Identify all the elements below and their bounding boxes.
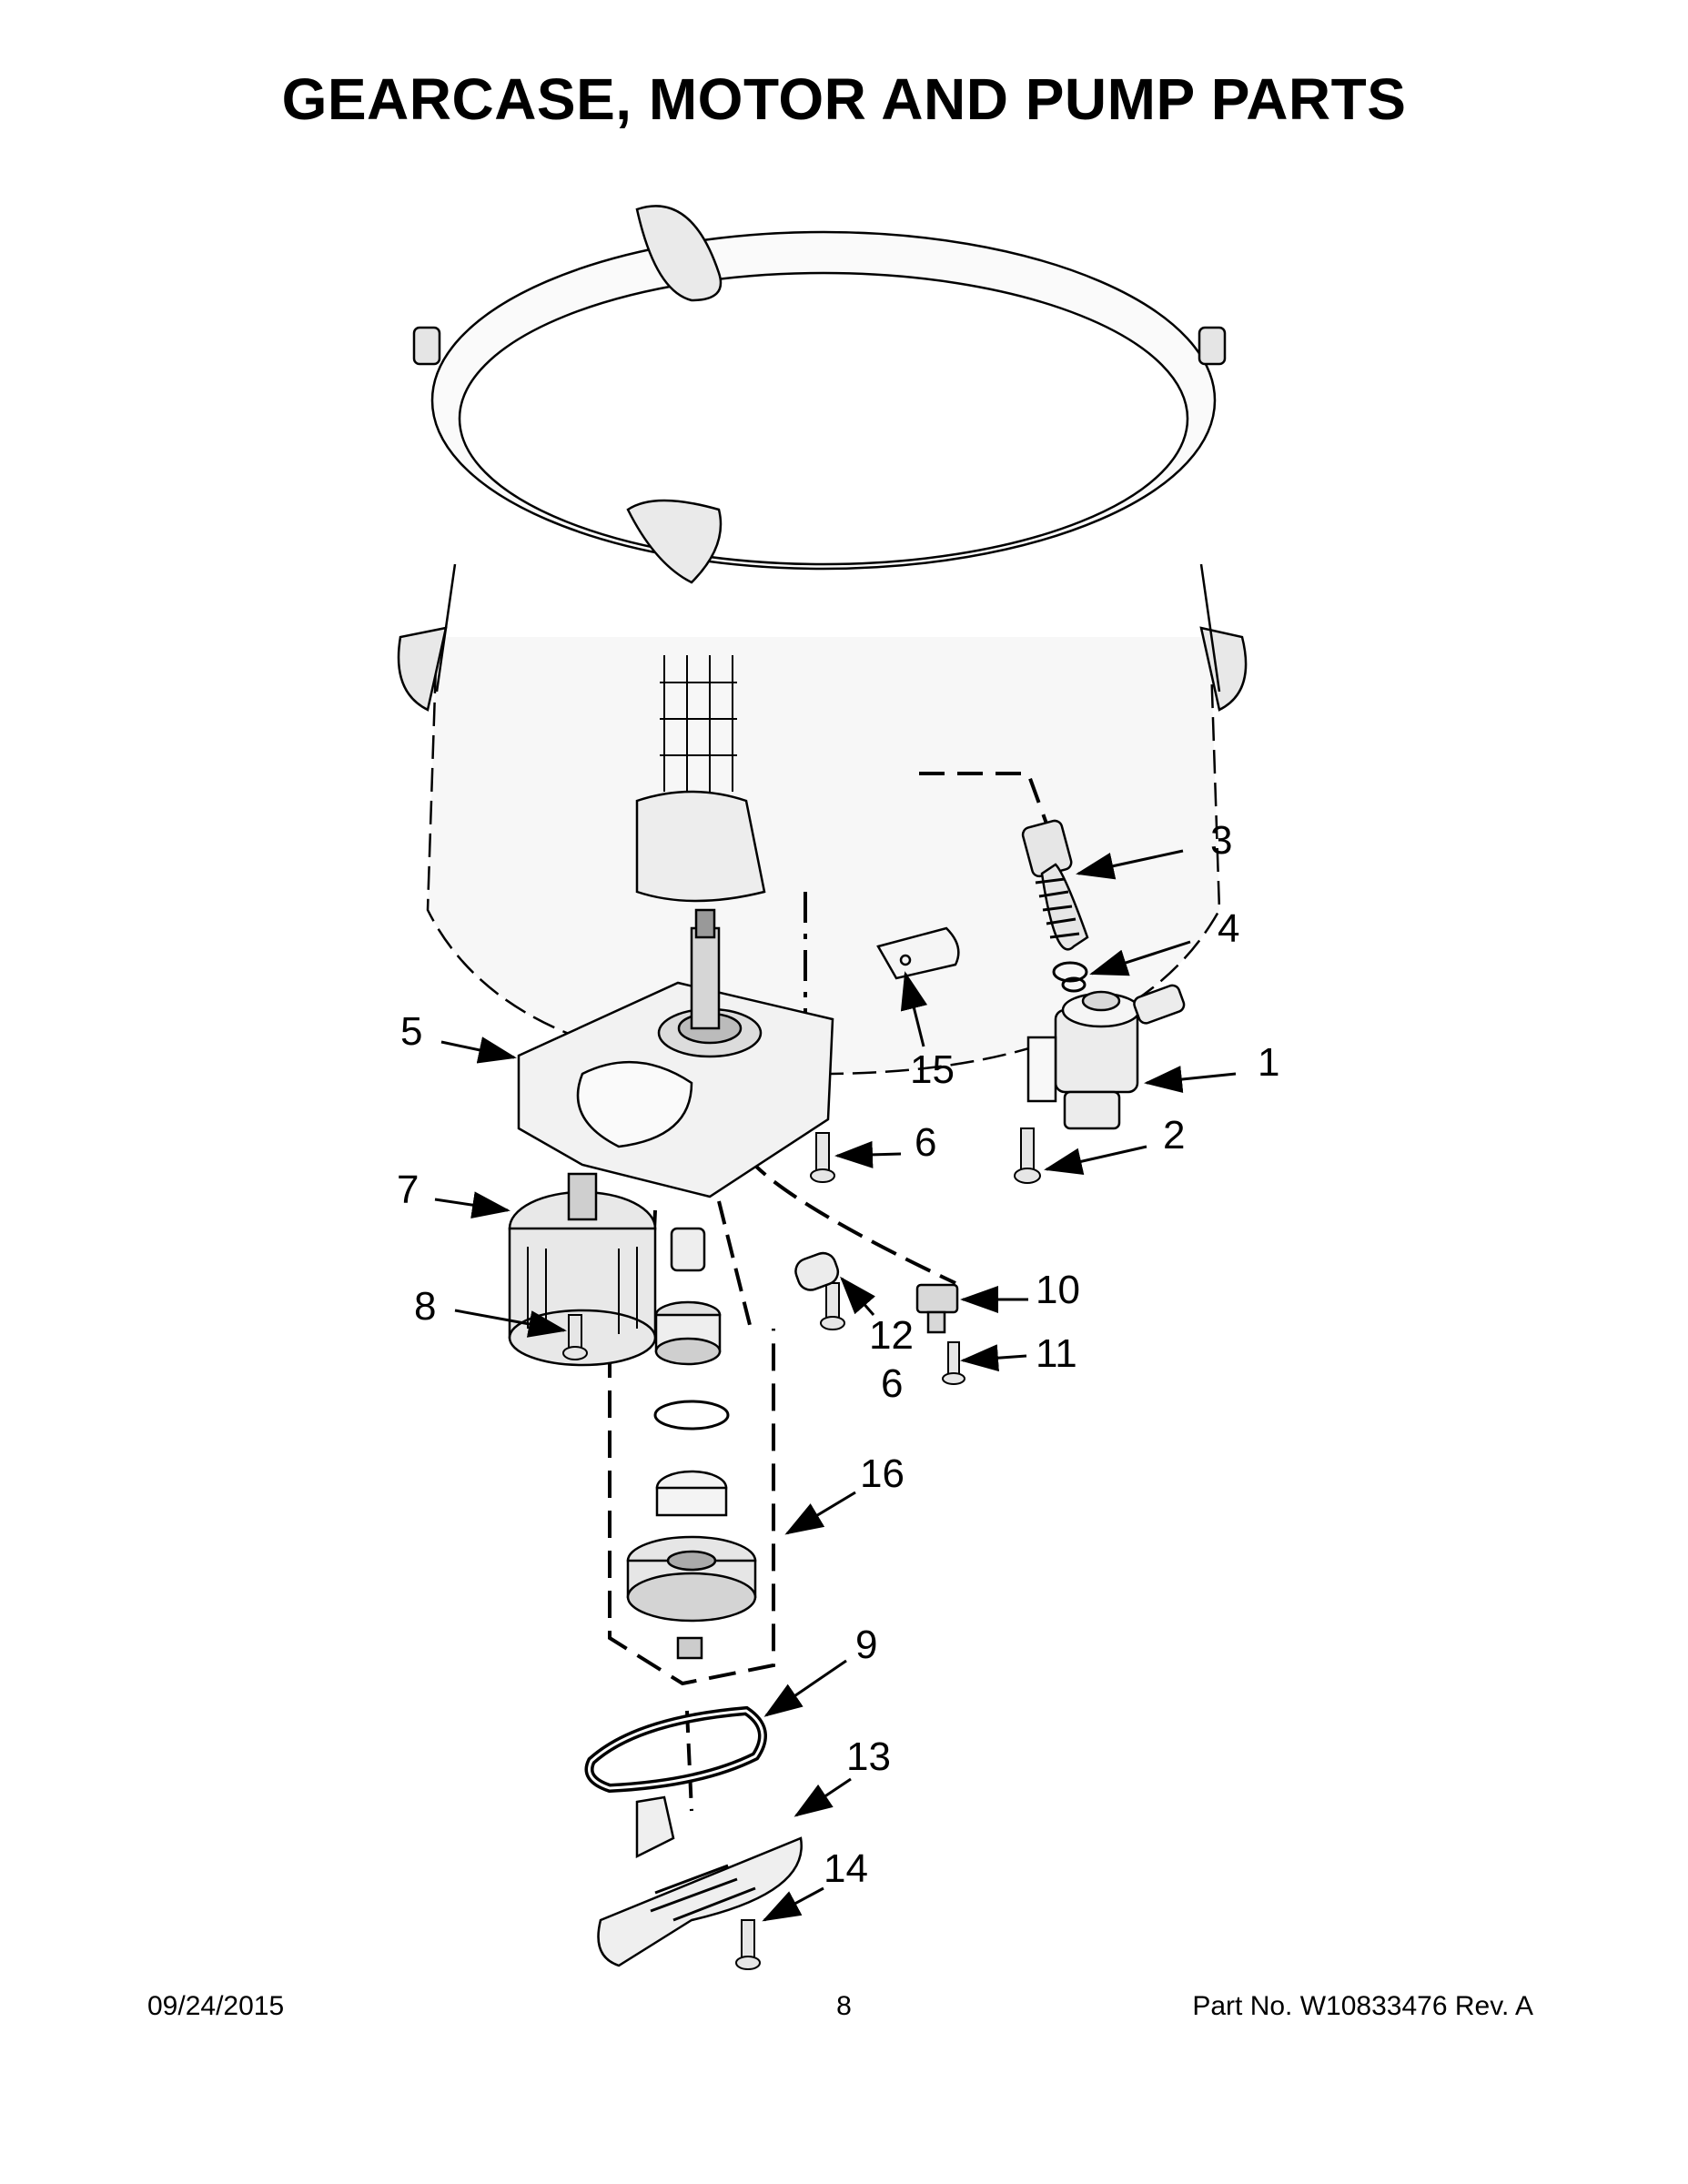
callout-10: 10: [1036, 1268, 1080, 1312]
callout-15: 15: [910, 1047, 955, 1092]
callout-2: 2: [1163, 1113, 1185, 1158]
part-3-drain-hose: [1021, 819, 1089, 951]
part-16-clutch-pulley-assembly: [626, 1227, 757, 1660]
callout-4: 4: [1218, 906, 1239, 951]
footer-page-number: 8: [836, 1991, 852, 2021]
leader-arrows: [434, 849, 1237, 1922]
part-5-mounting-plate: [517, 908, 834, 1198]
part-12-capacitor: [794, 1251, 840, 1291]
callout-8: 8: [414, 1284, 436, 1329]
callout-3: 3: [1210, 818, 1232, 863]
part-14-screw: [735, 1919, 761, 1970]
callout-16: 16: [860, 1451, 905, 1496]
tub-illustration: [397, 205, 1248, 1076]
part-10-switch: [915, 1283, 959, 1334]
page-title: GEARCASE, MOTOR AND PUMP PARTS: [281, 66, 1407, 132]
footer-date: 09/24/2015: [147, 1991, 285, 2021]
callout-9: 9: [855, 1623, 877, 1667]
callout-14: 14: [824, 1846, 868, 1891]
footer-part-number: Part No. W10833476 Rev. A: [1192, 1991, 1533, 2021]
part-13-motor-cover: [597, 1795, 803, 1967]
part-4-hose-clamp: [1052, 961, 1088, 993]
part-2-screw: [1014, 1127, 1041, 1184]
callout-11: 11: [1036, 1331, 1077, 1376]
part-6-screw-b: [820, 1282, 845, 1330]
part-9-belt: [584, 1705, 767, 1794]
callout-5: 5: [400, 1009, 422, 1054]
callout-12: 12: [869, 1313, 914, 1358]
part-8-screw: [562, 1314, 588, 1360]
part-6-screw-a: [810, 1132, 835, 1183]
part-15-tag: [876, 926, 960, 980]
callout-6a: 6: [915, 1120, 936, 1165]
part-11-screw: [942, 1341, 965, 1385]
callout-7: 7: [397, 1168, 419, 1212]
callout-6b: 6: [881, 1361, 903, 1406]
callout-13: 13: [846, 1734, 891, 1779]
part-1-drain-pump: [1026, 984, 1186, 1130]
callout-1: 1: [1258, 1040, 1279, 1085]
